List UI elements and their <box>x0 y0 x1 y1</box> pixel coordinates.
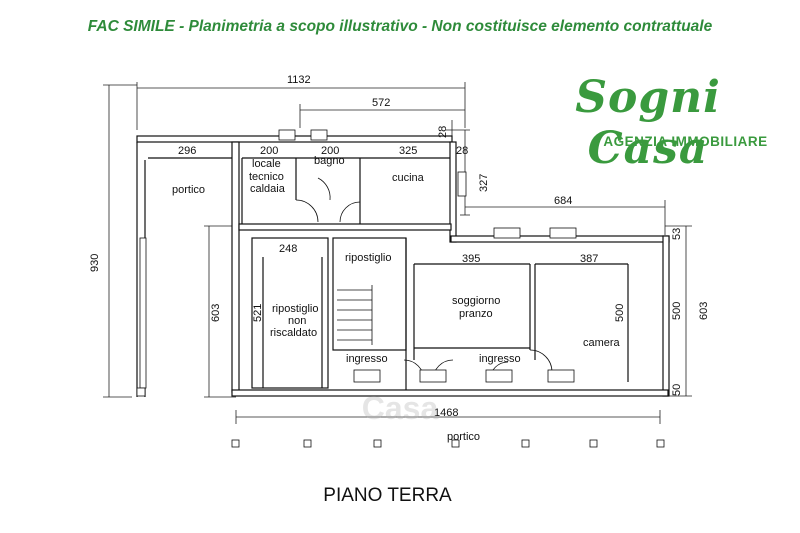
room-locale-line2: tecnico <box>249 171 284 183</box>
dim-portico-width: 296 <box>178 145 196 157</box>
dim-camera-width: 387 <box>580 253 598 265</box>
room-ingresso-2: ingresso <box>479 353 521 365</box>
room-ripostiglio-nr-line1: ripostiglio <box>272 303 318 315</box>
room-cucina: cucina <box>392 172 425 184</box>
dim-kitchen-span: 572 <box>372 97 390 109</box>
dim-cucina-width: 325 <box>399 145 417 157</box>
room-ripostiglio: ripostiglio <box>345 252 391 264</box>
dim-east-bottom-margin: 50 <box>671 384 683 396</box>
dim-bagno-width: 200 <box>321 145 339 157</box>
room-ingresso-1: ingresso <box>346 353 388 365</box>
room-camera: camera <box>583 337 621 349</box>
portico-columns <box>136 387 665 448</box>
room-locale-line1: locale <box>252 158 281 170</box>
room-soggiorno-line2: pranzo <box>459 308 493 320</box>
dim-overall-width: 1132 <box>287 74 311 86</box>
dim-cucina-depth: 327 <box>478 174 490 192</box>
room-locale-line3: caldaia <box>250 183 286 195</box>
dim-east-width: 684 <box>554 195 572 207</box>
dim-soggiorno-height: 500 <box>614 304 626 322</box>
dim-west-height: 603 <box>210 304 222 322</box>
room-soggiorno-line1: soggiorno <box>452 295 500 307</box>
dim-wall-28-b: 28 <box>437 126 449 138</box>
logo-subtitle: AGENZIA IMMOBILIARE <box>603 134 768 149</box>
dim-east-height: 603 <box>698 302 710 320</box>
room-portico-west: portico <box>172 184 205 196</box>
dimension-lines <box>103 82 692 424</box>
dim-wall-28-a: 28 <box>456 145 468 157</box>
dim-soggiorno-width: 395 <box>462 253 480 265</box>
room-portico-south: portico <box>447 431 480 443</box>
dim-south-width: 1468 <box>434 407 458 419</box>
logo-script: Sogni Casa <box>575 72 721 174</box>
dim-ripostiglio-width: 248 <box>279 243 297 255</box>
windows <box>139 129 577 389</box>
watermark: Casa <box>361 390 439 426</box>
dimension-labels: 1132 572 296 200 200 325 28 28 327 684 2… <box>89 74 710 419</box>
dim-ripostiglio-height: 521 <box>252 304 264 322</box>
room-labels: portico locale tecnico caldaia bagno cuc… <box>172 155 621 443</box>
dim-east-top-margin: 53 <box>671 228 683 240</box>
dim-overall-height: 930 <box>89 254 101 272</box>
room-ripostiglio-nr-line3: riscaldato <box>270 327 317 339</box>
room-ripostiglio-nr-line2: non <box>288 315 306 327</box>
room-bagno: bagno <box>314 155 345 167</box>
dim-camera-height: 500 <box>671 302 683 320</box>
dim-locale-width: 200 <box>260 145 278 157</box>
disclaimer-text: FAC SIMILE - Planimetria a scopo illustr… <box>87 18 713 35</box>
stairs <box>337 285 373 345</box>
floor-title: PIANO TERRA <box>323 485 452 506</box>
